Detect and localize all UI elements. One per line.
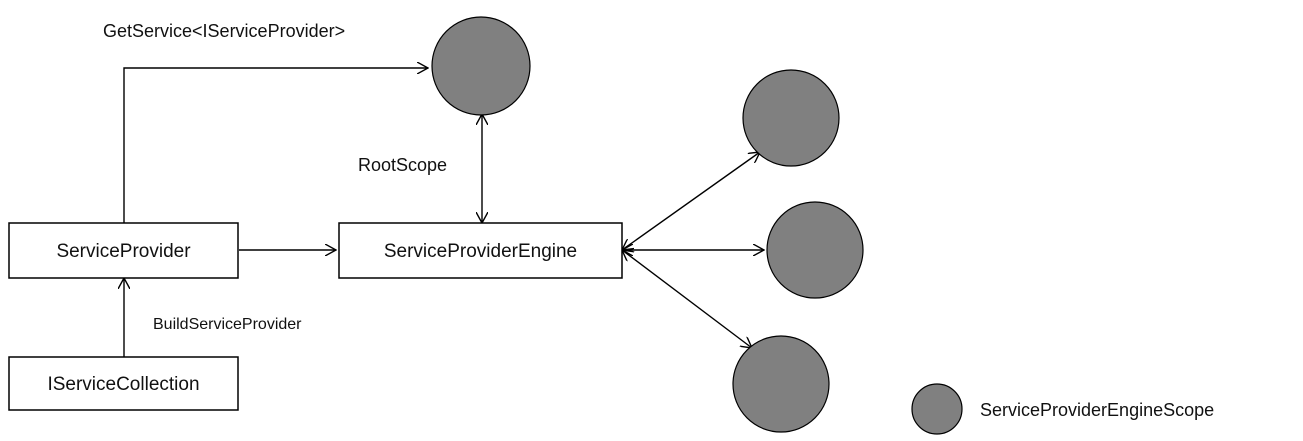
root-scope-label: RootScope bbox=[358, 155, 447, 175]
scope-circle-3 bbox=[732, 335, 830, 433]
build-service-provider-label: BuildServiceProvider bbox=[153, 316, 302, 333]
edge-engine-scope-bottom bbox=[622, 250, 752, 348]
legend-scope-circle bbox=[911, 383, 963, 435]
service-provider-box: ServiceProvider bbox=[8, 222, 239, 279]
edge-get-service bbox=[123, 68, 428, 223]
scope-circle-2 bbox=[766, 201, 864, 299]
legend-scope-label: ServiceProviderEngineScope bbox=[980, 400, 1214, 420]
scope-circle-1 bbox=[742, 69, 840, 167]
service-provider-label: ServiceProvider bbox=[56, 241, 191, 262]
edge-engine-scope-top bbox=[622, 152, 760, 250]
service-provider-engine-label: ServiceProviderEngine bbox=[384, 241, 577, 262]
root-scope-circle bbox=[431, 16, 531, 116]
iservice-collection-box: IServiceCollection bbox=[8, 356, 239, 411]
get-service-label: GetService<IServiceProvider> bbox=[103, 21, 345, 41]
service-provider-engine-box: ServiceProviderEngine bbox=[338, 222, 623, 279]
iservice-collection-label: IServiceCollection bbox=[47, 374, 199, 395]
